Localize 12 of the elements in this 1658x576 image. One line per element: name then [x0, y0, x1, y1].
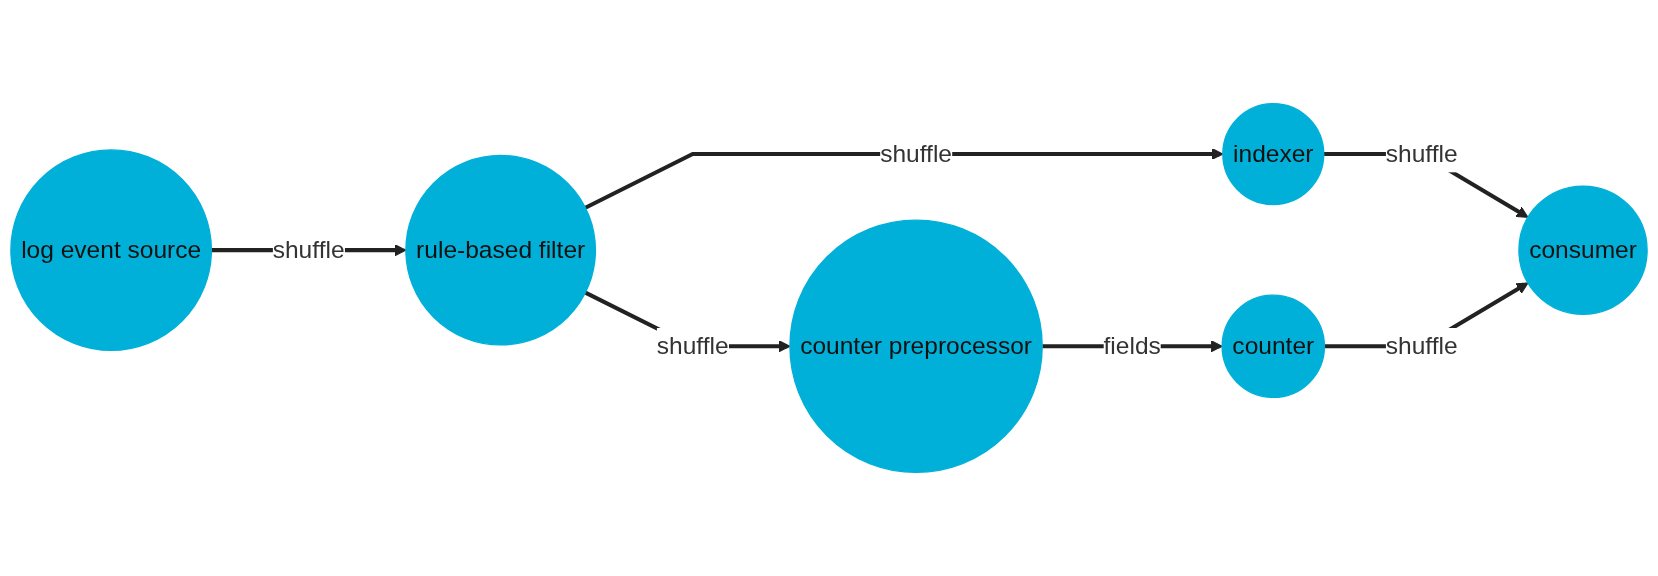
edge-label: shuffle	[656, 331, 729, 360]
edge-label: shuffle	[272, 235, 345, 264]
node-circle: rule-based filter	[405, 154, 597, 346]
node-circle: log event source	[10, 149, 213, 352]
edge-label: shuffle	[1385, 331, 1458, 360]
node-circle: counter	[1221, 294, 1326, 399]
node-circle: consumer	[1518, 185, 1648, 315]
edge-label: fields	[1103, 331, 1161, 360]
edge-label: shuffle	[1385, 139, 1458, 167]
node-circle: indexer	[1222, 102, 1325, 206]
node-circle: counter preprocessor	[789, 219, 1043, 474]
edge-label: shuffle	[880, 139, 952, 167]
